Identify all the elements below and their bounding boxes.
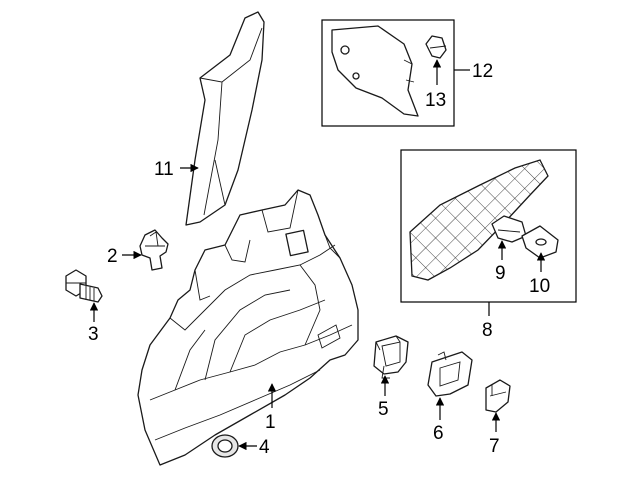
callout-4: 4	[259, 437, 270, 458]
part-2-clip	[139, 229, 169, 271]
part-4-plug	[211, 434, 239, 458]
callout-6: 6	[433, 423, 444, 444]
callout-5: 5	[378, 399, 389, 420]
callout-10: 10	[529, 276, 550, 297]
part-11-pillar-trim	[185, 11, 265, 226]
callout-1: 1	[265, 412, 276, 433]
part-7-cover	[485, 379, 511, 413]
callout-12: 12	[472, 61, 493, 82]
callout-2: 2	[107, 246, 118, 267]
detail-box-12	[321, 19, 455, 127]
part-6-handle	[427, 351, 473, 397]
callout-9: 9	[495, 263, 506, 284]
leader-lines	[89, 59, 546, 451]
detail-box-8	[400, 149, 577, 303]
callout-3: 3	[88, 324, 99, 345]
part-3-bolt	[65, 269, 103, 303]
callout-8: 8	[482, 320, 493, 341]
part-1-quarter-trim-panel	[137, 189, 359, 466]
callout-7: 7	[489, 436, 500, 457]
callout-13: 13	[425, 90, 446, 111]
callout-11: 11	[154, 159, 174, 180]
part-5-bracket	[373, 335, 409, 379]
